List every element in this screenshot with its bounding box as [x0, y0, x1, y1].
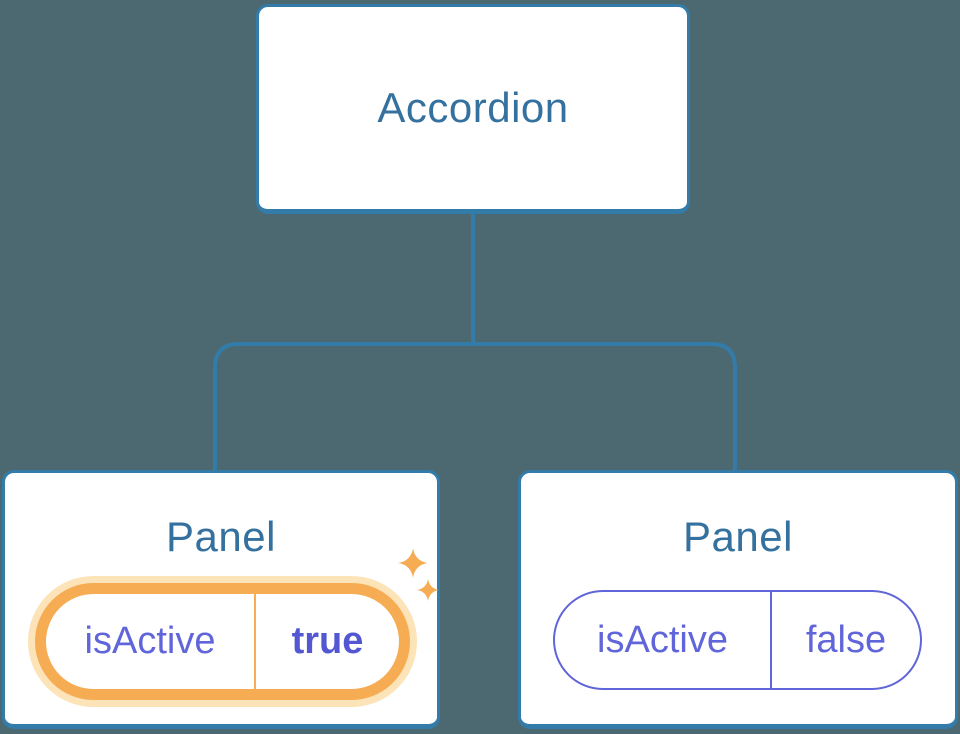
pill-divider	[770, 592, 772, 688]
state-name: isActive	[597, 618, 728, 661]
state-pill-inactive: isActive false	[553, 590, 922, 690]
panel-node-active: Panel isActive true	[2, 470, 440, 729]
accordion-node-label: Accordion	[377, 84, 569, 131]
panel-node-inactive: Panel isActive false	[518, 470, 958, 729]
panel-title: Panel	[683, 513, 793, 560]
accordion-node: Accordion	[256, 4, 690, 214]
state-value: true	[291, 620, 364, 662]
pill-divider	[254, 594, 256, 689]
state-name: isActive	[84, 620, 216, 662]
state-value: false	[805, 618, 887, 661]
state-pill-active: isActive true	[35, 583, 410, 700]
panel-title: Panel	[166, 513, 276, 560]
